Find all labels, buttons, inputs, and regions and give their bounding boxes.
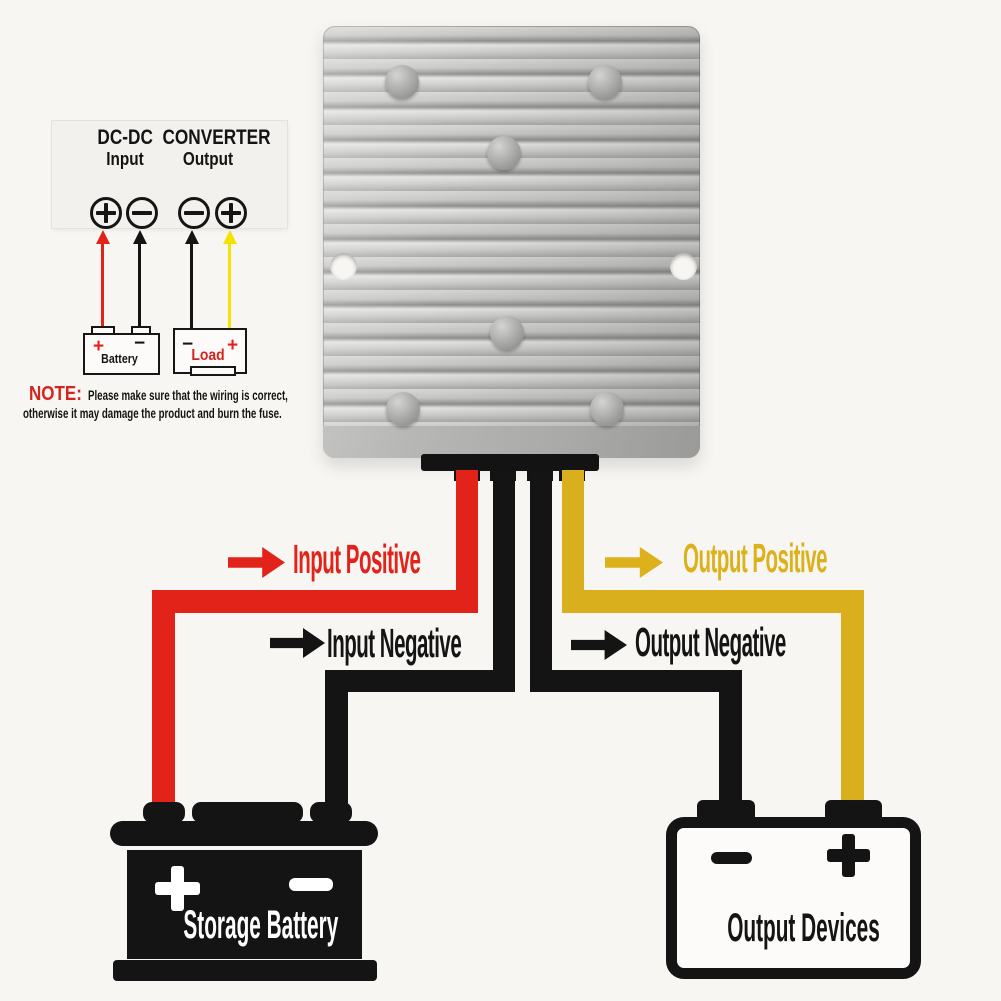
mini-load-fuse — [190, 366, 236, 376]
minus-icon — [289, 878, 333, 891]
battery-terminal — [143, 802, 185, 823]
card-input-label: Input — [106, 149, 144, 169]
output-negative-wire — [719, 670, 742, 803]
card-output-label: Output — [182, 149, 234, 169]
input-positive-wire — [456, 470, 478, 613]
mounting-hole-icon — [670, 253, 697, 280]
input-negative-arrow-icon — [270, 628, 325, 658]
battery-base — [113, 960, 377, 981]
wire-connector — [421, 454, 599, 471]
input-positive-wire — [152, 590, 478, 613]
mini-battery-box — [83, 333, 160, 375]
output-device-terminal — [825, 800, 882, 820]
mini-battery-minus: − — [134, 333, 146, 354]
mounting-hole-icon — [330, 253, 357, 280]
mini-load-label: Load — [191, 347, 225, 364]
plus-icon — [827, 834, 870, 877]
screw-icon — [588, 65, 622, 99]
output-positive-wire — [841, 590, 864, 802]
output-negative-wire — [530, 670, 742, 692]
battery-top-bar — [110, 821, 378, 846]
converter-heatsink — [323, 26, 700, 458]
screw-icon — [386, 392, 420, 426]
output-device-terminal — [697, 800, 755, 820]
note-prefix: NOTE: — [29, 383, 82, 405]
input-negative-label: Input Negative — [327, 620, 462, 666]
note-line-1: Please make sure that the wiring is corr… — [88, 388, 288, 403]
output-minus-terminal-icon — [178, 197, 210, 229]
input-negative-wire — [493, 470, 515, 692]
note-line-2: otherwise it may damage the product and … — [23, 406, 282, 421]
output-positive-arrow-icon — [605, 547, 663, 578]
output-plus-terminal-icon — [215, 197, 247, 229]
output-devices-label: Output Devices — [727, 906, 880, 950]
output-negative-wire — [530, 470, 552, 692]
mini-battery-label: Battery — [101, 352, 138, 366]
screw-icon — [487, 136, 521, 170]
mini-load-minus: − — [182, 334, 194, 355]
input-negative-wire — [325, 670, 515, 692]
load-positive-arrow-icon — [222, 230, 237, 328]
output-negative-label: Output Negative — [635, 619, 786, 665]
storage-battery-label: Storage Battery — [183, 903, 339, 947]
battery-terminal — [310, 802, 352, 823]
output-positive-wire — [562, 590, 864, 613]
input-plus-terminal-icon — [90, 197, 122, 229]
minus-icon — [711, 852, 752, 864]
output-devices-box — [666, 817, 921, 979]
input-positive-label: Input Positive — [293, 536, 421, 582]
card-title: DC-DC CONVERTER — [97, 126, 271, 149]
output-positive-wire — [562, 470, 584, 613]
plus-icon — [155, 866, 200, 911]
battery-negative-arrow-icon — [132, 230, 147, 326]
screw-icon — [490, 316, 524, 350]
input-positive-arrow-icon — [228, 547, 285, 578]
output-negative-arrow-icon — [571, 630, 627, 660]
input-negative-wire — [325, 670, 348, 806]
battery-positive-arrow-icon — [95, 230, 110, 328]
screw-icon — [590, 392, 624, 426]
mini-battery-plus: + — [93, 336, 105, 357]
input-positive-wire — [152, 590, 175, 808]
storage-battery-body — [127, 850, 362, 959]
output-positive-label: Output Positive — [683, 535, 827, 581]
mini-load-plus: + — [227, 335, 239, 356]
battery-terminal — [192, 802, 303, 823]
load-negative-arrow-icon — [184, 230, 199, 328]
input-minus-terminal-icon — [126, 197, 158, 229]
screw-icon — [385, 65, 419, 99]
